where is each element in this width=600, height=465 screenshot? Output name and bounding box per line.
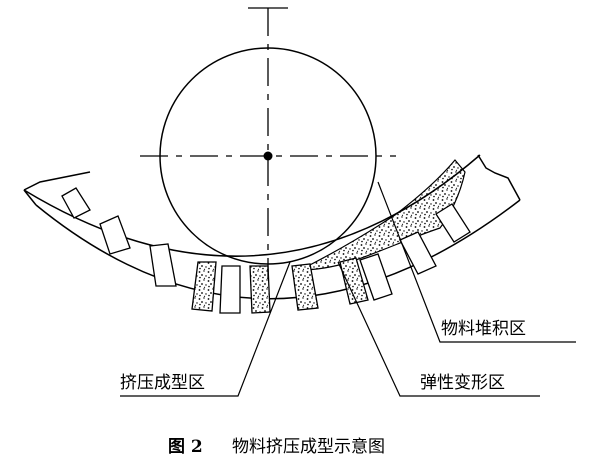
roller-center-point bbox=[263, 151, 273, 161]
figure-title: 物料挤压成型示意图 bbox=[232, 437, 385, 457]
filled-die-hole bbox=[249, 265, 271, 314]
ring-die-outer-arc bbox=[35, 199, 521, 300]
ring-die-left-break bbox=[23, 189, 37, 206]
center-lines bbox=[140, 7, 396, 278]
die-hole bbox=[399, 231, 437, 275]
leader-elastic-deformation bbox=[337, 261, 540, 397]
die-hole bbox=[435, 203, 471, 243]
die-hole bbox=[359, 253, 393, 301]
ring-die-left-top bbox=[23, 171, 91, 191]
leader-extrusion-forming bbox=[120, 261, 291, 397]
die-hole bbox=[149, 243, 177, 287]
ring-die-inner-arc bbox=[23, 154, 481, 257]
filled-die-hole bbox=[191, 261, 217, 312]
die-hole bbox=[99, 215, 131, 255]
label-extrusion-forming: 挤压成型区 bbox=[120, 373, 205, 393]
figure-number: 图 2 bbox=[168, 437, 203, 457]
label-elastic-deformation: 弹性变形区 bbox=[420, 373, 505, 393]
die-hole bbox=[219, 265, 241, 314]
leader-material-accumulation bbox=[377, 181, 576, 343]
filled-die-hole bbox=[339, 257, 369, 305]
leader-lines bbox=[120, 181, 576, 397]
die-holes bbox=[61, 187, 471, 314]
label-material-accumulation: 物料堆积区 bbox=[441, 319, 526, 339]
die-hole bbox=[61, 187, 91, 219]
filled-die-hole bbox=[291, 263, 319, 311]
ring-die-right-break bbox=[477, 154, 521, 201]
filled-die-holes bbox=[191, 257, 369, 314]
